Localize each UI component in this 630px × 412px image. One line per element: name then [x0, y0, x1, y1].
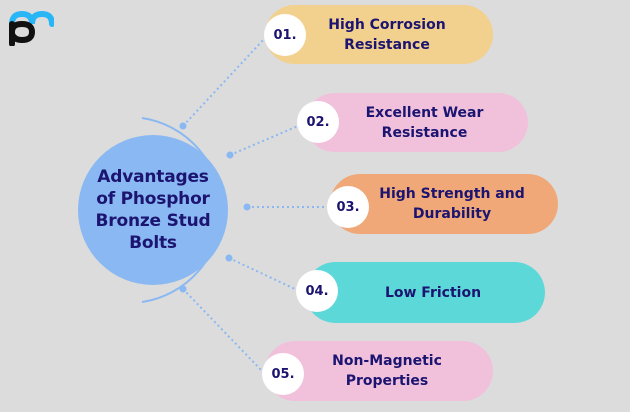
- number-badge-1: 01.: [264, 14, 306, 56]
- advantage-pill-2: Excellent Wear Resistance: [305, 93, 528, 152]
- number-badge-3: 03.: [327, 186, 369, 228]
- number-badge-2: 02.: [297, 101, 339, 143]
- advantage-label: High Corrosion Resistance: [328, 16, 446, 53]
- advantage-label: Excellent Wear Resistance: [365, 104, 484, 141]
- hub-circle: Advantages of Phosphor Bronze Stud Bolts: [78, 135, 228, 285]
- pm-logo-icon: [9, 10, 54, 46]
- advantage-pill-4: Low Friction: [305, 262, 545, 323]
- advantage-pill-1: High Corrosion Resistance: [265, 5, 493, 64]
- advantage-label: Non-Magnetic Properties: [332, 353, 442, 389]
- hub-title: Advantages of Phosphor Bronze Stud Bolts: [95, 167, 211, 253]
- advantage-pill-5: Non-Magnetic Properties: [265, 341, 493, 401]
- number-badge-4: 04.: [296, 270, 338, 312]
- advantage-pill-3: High Strength and Durability: [330, 174, 558, 234]
- number-badge-5: 05.: [262, 353, 304, 395]
- advantage-label: Low Friction: [384, 284, 482, 301]
- advantage-label: High Strength and Durability: [379, 186, 525, 222]
